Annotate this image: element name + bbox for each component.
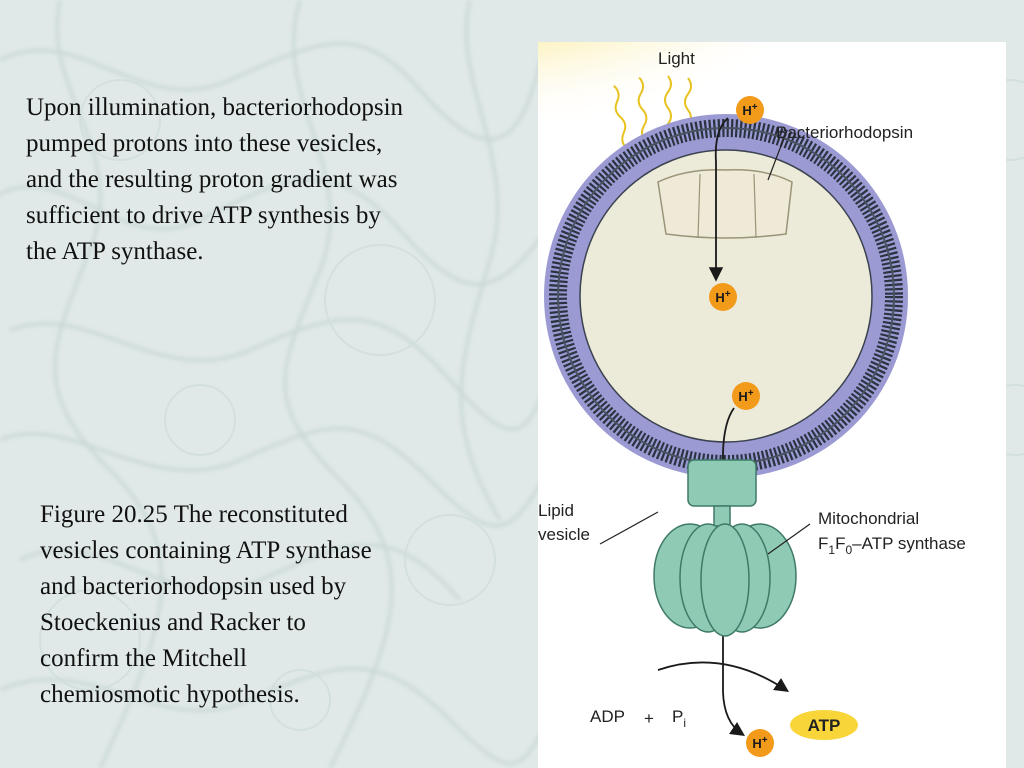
bacteriorhodopsin-label: Bacteriorhodopsin bbox=[776, 123, 913, 142]
description-paragraph: Upon illumination, bacteriorhodopsin pum… bbox=[26, 90, 541, 270]
proton-arrow bbox=[722, 407, 735, 652]
atp-synthase-f0 bbox=[687, 459, 757, 507]
caption-line: confirm the Mitchell bbox=[40, 645, 247, 672]
pi-label: Pi bbox=[672, 707, 686, 730]
caption-line: vesicles containing ATP synthase bbox=[40, 537, 372, 564]
protein-subunit-divider bbox=[697, 173, 701, 239]
description-line: sufficient to drive ATP synthesis by bbox=[26, 202, 381, 229]
caption-line: and bacteriorhodopsin used by bbox=[40, 573, 347, 600]
atp-badge bbox=[790, 710, 858, 740]
description-line: and the resulting proton gradient was bbox=[26, 166, 398, 193]
reaction-arrow bbox=[657, 661, 789, 692]
vesicle-diagram: Light Bacteriorhodopsin H+ H+ H bbox=[538, 42, 1006, 768]
lipid-vesicle bbox=[544, 114, 908, 478]
protein-subunit-divider bbox=[753, 173, 757, 239]
caption-line: chemiosmotic hypothesis. bbox=[40, 681, 300, 708]
proton-label: H+ bbox=[715, 289, 730, 305]
pointer-line bbox=[767, 137, 785, 181]
lipid-vesicle-label: Lipid bbox=[538, 501, 574, 520]
synthase-label-line: Mitochondrial bbox=[818, 509, 919, 528]
proton-badge bbox=[709, 283, 737, 311]
caption-line: Stoeckenius and Racker to bbox=[40, 609, 306, 636]
caption-line: Figure 20.25 The reconstituted bbox=[40, 501, 348, 528]
atp-label: ATP bbox=[808, 716, 841, 735]
pointer-line bbox=[599, 511, 659, 545]
adp-label: ADP bbox=[590, 707, 625, 726]
figure-caption: Figure 20.25 The reconstituted vesicles … bbox=[40, 497, 510, 713]
proton-label: H+ bbox=[752, 735, 767, 751]
description-line: pumped protons into these vesicles, bbox=[26, 130, 383, 157]
synthase-label-sub: F1F0–ATP synthase bbox=[818, 534, 966, 557]
vesicle-diagram-svg: Light Bacteriorhodopsin H+ H+ H bbox=[538, 42, 966, 757]
proton-arrow bbox=[708, 117, 729, 282]
proton-badge bbox=[732, 382, 760, 410]
proton-badge bbox=[736, 96, 764, 124]
plus-sign: + bbox=[644, 709, 654, 728]
proton-label: H+ bbox=[742, 102, 757, 118]
atp-synthase-stalk bbox=[713, 505, 731, 527]
description-line: Upon illumination, bacteriorhodopsin bbox=[26, 94, 404, 121]
proton-badge bbox=[746, 729, 774, 757]
lipid-vesicle-label: vesicle bbox=[538, 525, 590, 544]
synthase-label: Mitochondrial bbox=[818, 509, 919, 528]
description-line: the ATP synthase. bbox=[26, 238, 204, 265]
atp-synthase-f1 bbox=[653, 523, 797, 637]
proton-label: H+ bbox=[738, 388, 753, 404]
reaction-arrow bbox=[722, 652, 745, 736]
pointer-line bbox=[767, 523, 811, 555]
light-label: Light bbox=[658, 49, 695, 68]
bacteriorhodopsin-protein bbox=[657, 169, 793, 239]
